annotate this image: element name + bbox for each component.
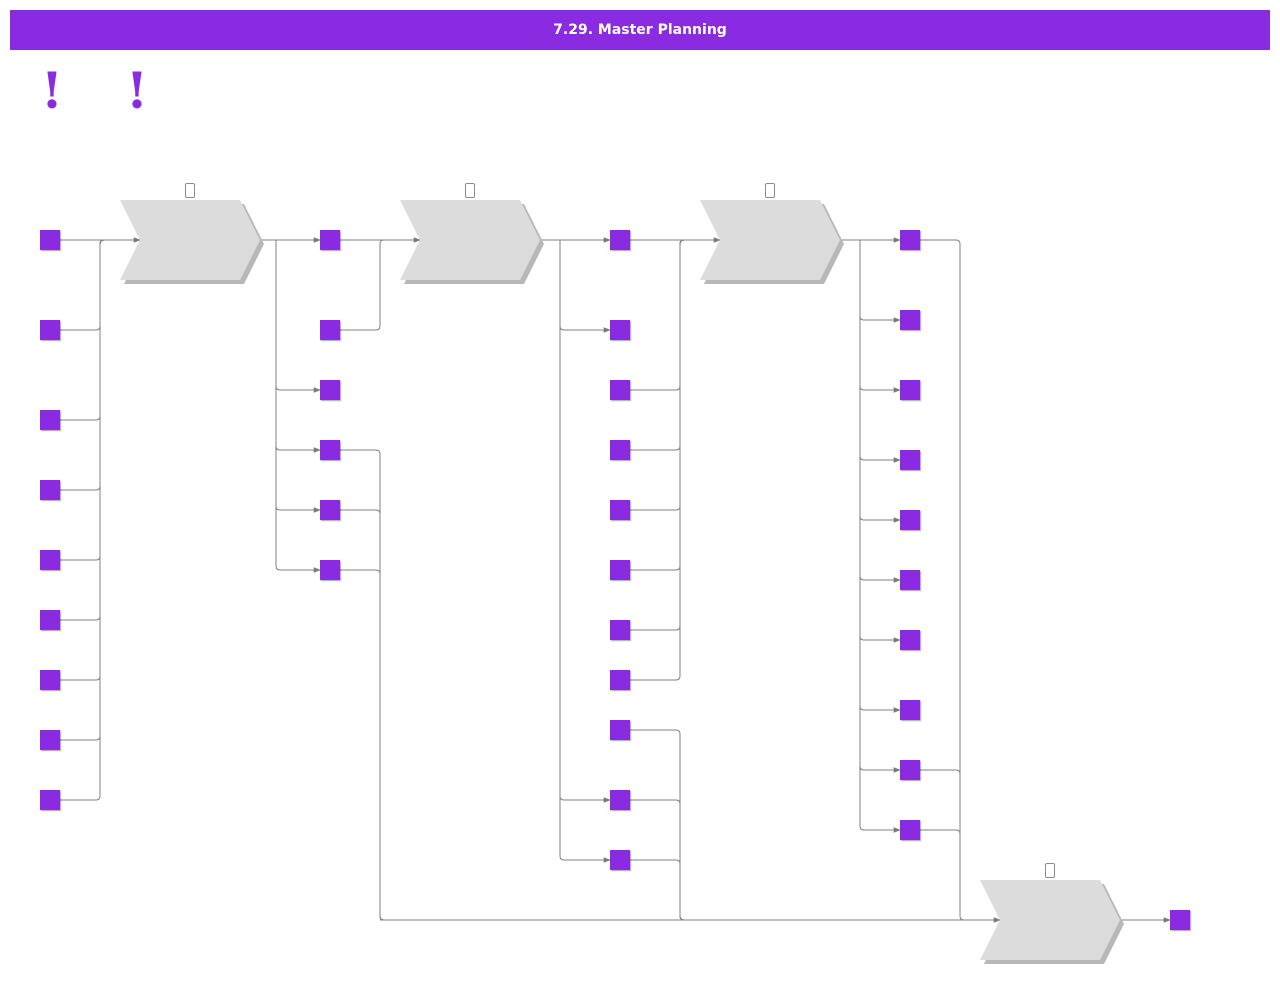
connector [275,240,321,573]
data-object-d4[interactable] [900,450,920,470]
data-object-d7[interactable] [900,630,920,650]
connector [275,240,321,393]
data-object-c7[interactable] [610,620,630,640]
data-object-d3[interactable] [900,380,920,400]
connector [920,769,961,775]
connector [60,239,105,681]
data-object-a6[interactable] [40,610,60,630]
data-object-a8[interactable] [40,730,60,750]
connector [559,240,611,863]
data-object-c10[interactable] [610,790,630,810]
data-object-c8[interactable] [610,670,630,690]
data-object-b1[interactable] [320,230,340,250]
page-title: 7.29. Master Planning [10,10,1270,50]
data-object-c6[interactable] [610,560,630,580]
connector [60,239,105,801]
data-object-c11[interactable] [610,850,630,870]
data-object-a9[interactable] [40,790,60,810]
connector [630,239,685,511]
process-number-badge [1045,863,1055,878]
data-object-b4[interactable] [320,440,340,460]
connector [630,239,685,391]
process-chevron-P3[interactable] [700,200,840,280]
data-object-a2[interactable] [40,320,60,340]
connector [60,239,105,621]
connector [859,240,901,583]
data-object-d5[interactable] [900,510,920,530]
data-object-b6[interactable] [320,560,340,580]
data-object-b5[interactable] [320,500,340,520]
process-chevron-P4[interactable] [980,880,1120,960]
connector [340,569,385,921]
connector [859,240,901,833]
data-object-a4[interactable] [40,480,60,500]
data-object-b3[interactable] [320,380,340,400]
data-object-a1[interactable] [40,230,60,250]
connector [275,240,321,513]
data-object-c2[interactable] [610,320,630,340]
data-object-a5[interactable] [40,550,60,570]
data-object-a7[interactable] [40,670,60,690]
process-number-badge [185,183,195,198]
connector [920,829,961,835]
exclamation-icon[interactable]: ! [126,61,148,120]
connector [859,240,901,523]
data-object-c1[interactable] [610,230,630,250]
connector [559,240,611,333]
data-object-c3[interactable] [610,380,630,400]
process-number-badge [465,183,475,198]
process-chevron-P2[interactable] [400,200,540,280]
connector [630,729,685,921]
connector [630,239,685,631]
data-object-d2[interactable] [900,310,920,330]
data-object-d6[interactable] [900,570,920,590]
connector [920,239,965,921]
connector [60,239,105,561]
data-object-a3[interactable] [40,410,60,430]
connector [275,240,321,453]
data-object-d1[interactable] [900,230,920,250]
connector [340,509,385,921]
connector [340,449,385,921]
connector [859,240,901,393]
connector [630,239,685,451]
exclamation-icon[interactable]: ! [41,61,63,120]
process-chevron-P1[interactable] [120,200,260,280]
connector [60,239,105,331]
data-object-d9[interactable] [900,760,920,780]
data-object-c5[interactable] [610,500,630,520]
connector [630,859,685,921]
connector [60,239,105,491]
data-object-b2[interactable] [320,320,340,340]
connector [630,239,685,571]
data-object-c4[interactable] [610,440,630,460]
connector [859,240,901,323]
connector [340,239,385,331]
connector [859,240,901,463]
data-object-c9[interactable] [610,720,630,740]
data-object-e1[interactable] [1170,910,1190,930]
data-object-d10[interactable] [900,820,920,840]
data-object-d8[interactable] [900,700,920,720]
connector [559,240,611,803]
connector [630,239,685,681]
process-number-badge [765,183,775,198]
